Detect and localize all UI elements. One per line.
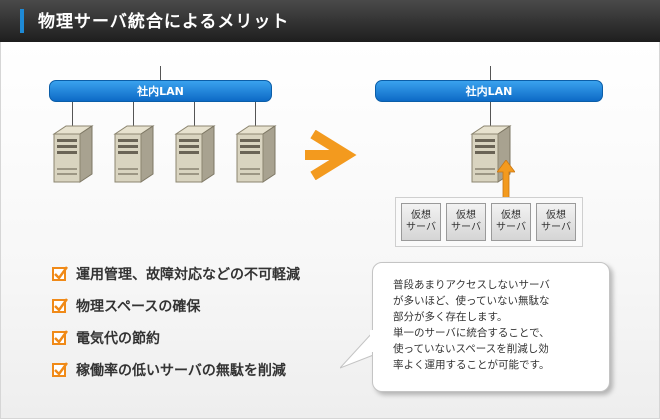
right-lan-bar: 社内LAN [375, 80, 603, 102]
physical-server-icon [235, 124, 279, 184]
benefit-text: 電気代の節約 [76, 328, 160, 350]
virtual-server-label-line1: 仮想 [501, 210, 521, 221]
callout-line: が多いほど、使っていない無駄な [393, 293, 593, 309]
checkbox-icon [52, 362, 68, 378]
checkbox-icon [52, 266, 68, 282]
physical-server-icon [113, 124, 157, 184]
physical-server-icon [174, 124, 218, 184]
callout-line: 使っていないスペースを削減し効 [393, 341, 593, 357]
benefit-text: 稼働率の低いサーバの無駄を削減 [76, 360, 286, 382]
benefit-text: 運用管理、故障対応などの不可軽減 [76, 264, 300, 286]
callout-tail-cover [370, 330, 376, 352]
virtual-server: 仮想サーバ [401, 203, 441, 241]
callout-line: 普段あまりアクセスしないサーバ [393, 277, 593, 293]
virtual-server-label-line1: 仮想 [411, 210, 431, 221]
header-accent-bar [20, 9, 24, 33]
consolidation-arrow-icon [305, 130, 359, 180]
virtual-server-label-line1: 仮想 [546, 210, 566, 221]
right-lan-uplink [490, 66, 491, 80]
virtual-server-group: 仮想サーバ 仮想サーバ 仮想サーバ 仮想サーバ [395, 197, 583, 247]
page-title: 物理サーバ統合によるメリット [38, 10, 289, 34]
left-lan-uplink [160, 66, 161, 80]
physical-server-icon [52, 124, 96, 184]
virtual-server-label-line2: サーバ [541, 222, 571, 233]
callout-text: 普段あまりアクセスしないサーバ が多いほど、使っていない無駄な 部分が多く存在し… [393, 277, 593, 373]
callout-bubble: 普段あまりアクセスしないサーバ が多いほど、使っていない無駄な 部分が多く存在し… [372, 262, 610, 392]
virtual-server: 仮想サーバ [491, 203, 531, 241]
callout-line: 率よく運用することが可能です。 [393, 357, 593, 373]
checkbox-icon [52, 330, 68, 346]
left-lan-bar: 社内LAN [49, 80, 272, 102]
benefit-text: 物理スペースの確保 [76, 296, 200, 318]
virtual-server-label-line2: サーバ [451, 222, 481, 233]
virtual-server-label-line2: サーバ [496, 222, 526, 233]
callout-line: 単一のサーバに統合することで、 [393, 325, 593, 341]
virtual-server: 仮想サーバ [536, 203, 576, 241]
checkbox-icon [52, 298, 68, 314]
callout-line: 部分が多く存在します。 [393, 309, 593, 325]
virtual-server-label-line2: サーバ [406, 222, 436, 233]
header: 物理サーバ統合によるメリット [0, 0, 660, 42]
virtual-server-label-line1: 仮想 [456, 210, 476, 221]
virtual-server: 仮想サーバ [446, 203, 486, 241]
